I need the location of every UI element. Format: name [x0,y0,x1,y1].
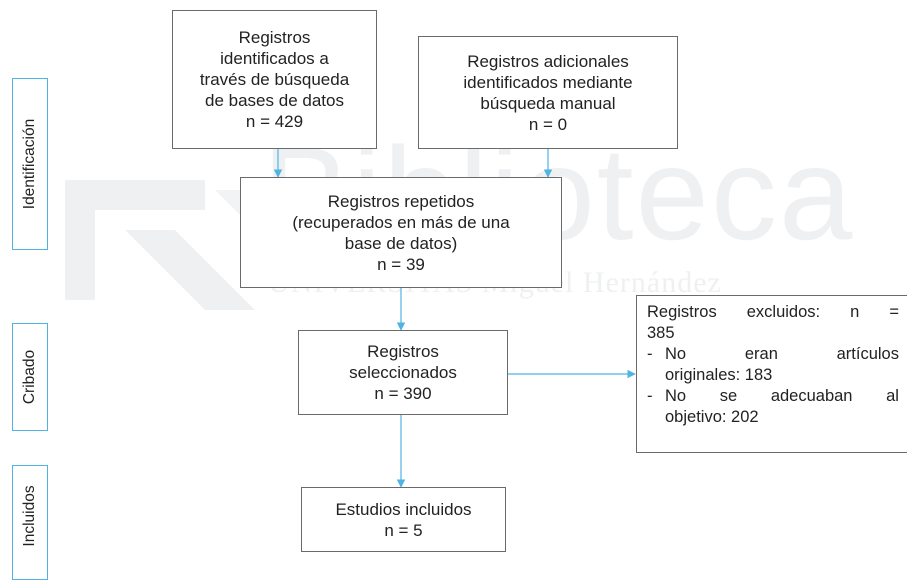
excluded-heading: Registros excluidos: n = [647,302,899,323]
excluded-reason-1-word-1: No [665,345,687,363]
included-line-1: Estudios incluidos [335,499,472,519]
excluded-heading-word-3: n [850,303,860,321]
db-records-line-4: de bases de datos [205,91,344,110]
excluded-reason-2-word-2: se [719,387,738,405]
duplicates-line-3: base de datos) [344,233,458,253]
excluded-reason-2-bullet: - [647,387,653,405]
db-records-count: n = 429 [245,112,304,131]
stage-identification: Identificación [12,78,48,250]
stage-screening: Cribado [12,323,48,431]
duplicates-count: n = 39 [377,254,425,274]
manual-records-line-1: Registros adicionales [467,51,629,71]
box-included-studies: Estudios incluidos n = 5 [301,487,506,552]
db-records-line-1: Registros [238,28,311,47]
box-excluded-records: Registros excluidos: n = 385 - No eran a… [636,295,907,453]
excluded-reason-1-bullet: - [647,345,653,363]
excluded-heading-word-4: = [889,303,899,321]
excluded-reason-2: - No se adecuaban al objetivo: 202 [647,386,899,428]
excluded-reason-2-word-3: adecuaban [770,387,853,405]
selected-line-2: seleccionados [349,363,457,382]
stage-included-label: Incluidos [21,485,38,547]
stage-screening-label: Cribado [21,349,38,405]
excluded-reason-1-word-3: artículos [836,345,899,363]
included-count: n = 5 [384,520,423,540]
db-records-line-2: identificados a [220,49,329,68]
excluded-reason-2-word-1: No [665,387,687,405]
duplicates-line-2: (recuperados en más de una [292,212,510,232]
stage-included: Incluidos [12,465,48,580]
excluded-heading-word-1: Registros [647,303,717,321]
box-database-records: Registros identificados a través de búsq… [172,10,377,149]
selected-count: n = 390 [374,384,432,403]
excluded-reason-2-detail: objetivo: 202 [665,408,759,426]
manual-records-line-3: búsqueda manual [480,93,616,113]
manual-records-count: n = 0 [528,114,568,134]
db-records-line-3: través de búsqueda [199,70,350,89]
stage-identification-label: Identificación [21,118,38,210]
excluded-count: 385 [647,324,675,342]
excluded-heading-word-2: excluidos: [746,303,821,321]
duplicates-line-1: Registros repetidos [327,191,475,211]
manual-records-line-2: identificados mediante [463,72,633,92]
selected-line-1: Registros [367,342,439,361]
excluded-reason-1-detail: originales: 183 [665,366,773,384]
excluded-reason-1: - No eran artículos originales: 183 [647,344,899,386]
excluded-reason-2-word-4: al [886,387,899,405]
box-duplicate-records: Registros repetidos (recuperados en más … [240,177,562,288]
box-selected-records: Registros seleccionados n = 390 [298,330,508,415]
box-manual-records: Registros adicionales identificados medi… [418,36,678,149]
excluded-reason-1-word-2: eran [744,345,778,363]
